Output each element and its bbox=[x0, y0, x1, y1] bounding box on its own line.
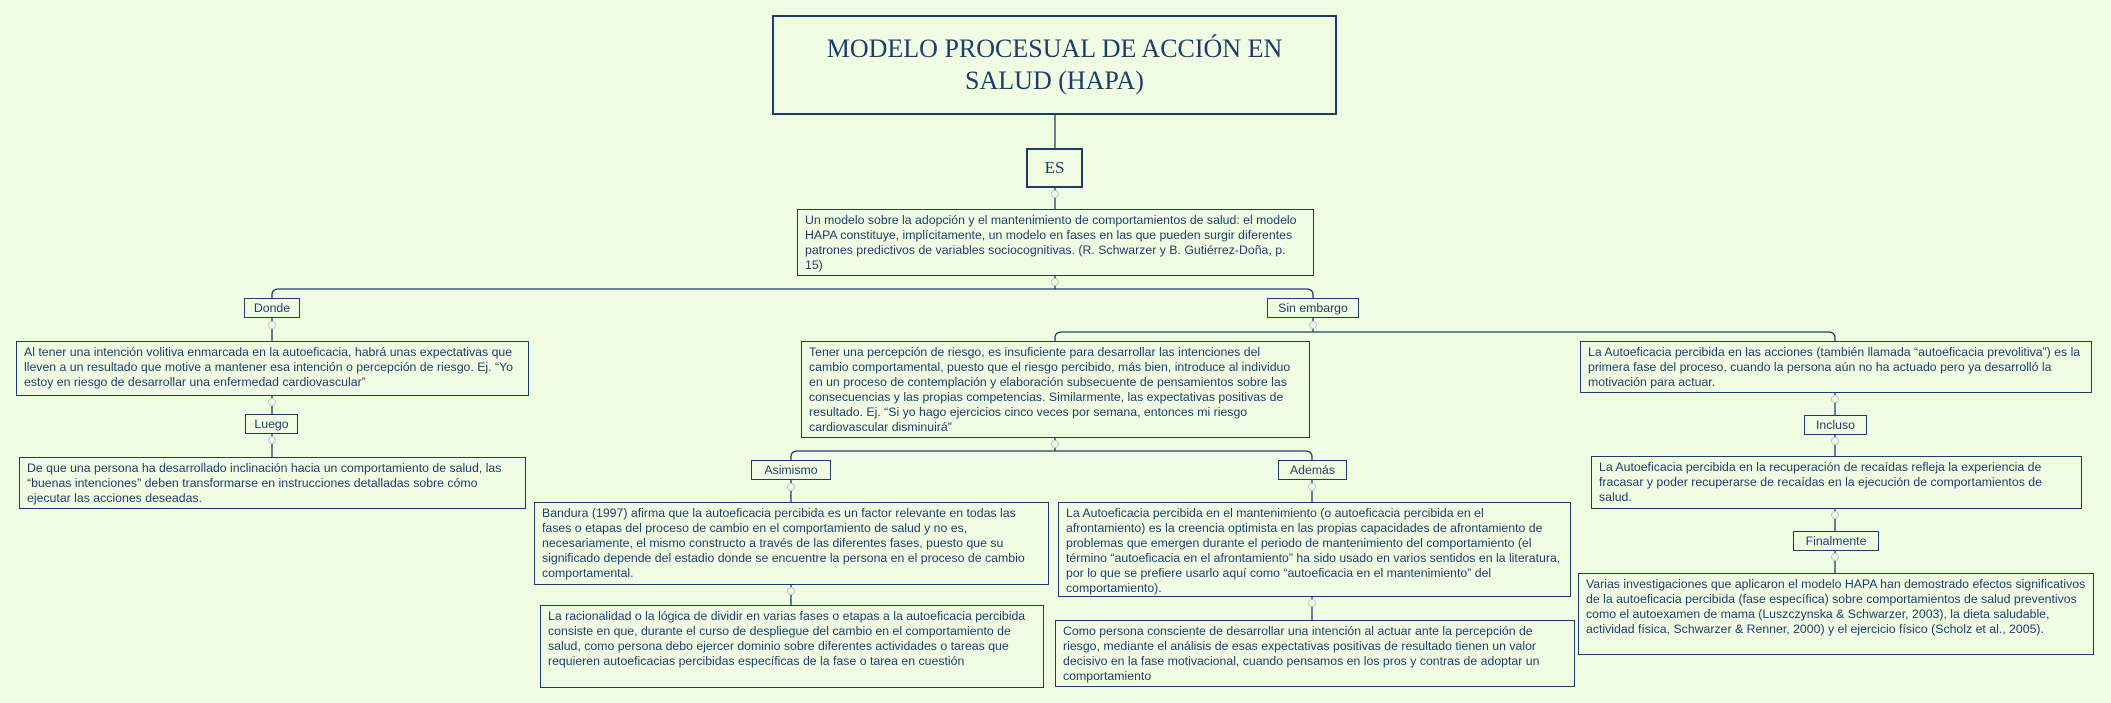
mantenimiento-node[interactable]: La Autoeficacia percibida en el mantenim… bbox=[1058, 502, 1571, 597]
expand-knob[interactable] bbox=[1831, 395, 1839, 403]
definition-node[interactable]: Un modelo sobre la adopción y el manteni… bbox=[797, 209, 1314, 276]
recaidas-node[interactable]: La Autoeficacia percibida en la recupera… bbox=[1591, 456, 2082, 509]
expand-knob[interactable] bbox=[1308, 483, 1316, 491]
expand-knob[interactable] bbox=[1309, 321, 1317, 329]
donde-connector[interactable]: Donde bbox=[244, 298, 300, 318]
riesgo-text: Tener una percepción de riesgo, es insuf… bbox=[809, 345, 1291, 434]
riesgo-node[interactable]: Tener una percepción de riesgo, es insuf… bbox=[801, 341, 1310, 438]
expand-knob[interactable] bbox=[268, 321, 276, 329]
incluso-connector[interactable]: Incluso bbox=[1804, 415, 1867, 435]
expand-knob[interactable] bbox=[1308, 599, 1316, 607]
donde-text: Al tener una intención volitiva enmarcad… bbox=[24, 345, 513, 389]
definition-text: Un modelo sobre la adopción y el manteni… bbox=[805, 213, 1297, 272]
diagram-title: MODELO PROCESUAL DE ACCIÓN EN SALUD (HAP… bbox=[826, 34, 1283, 95]
investigaciones-text: Varias investigaciones que aplicaron el … bbox=[1586, 577, 2086, 636]
expand-knob[interactable] bbox=[1051, 440, 1059, 448]
bandura-text: Bandura (1997) afirma que la autoeficaci… bbox=[542, 506, 1025, 580]
sin-embargo-label: Sin embargo bbox=[1278, 301, 1348, 315]
finalmente-connector[interactable]: Finalmente bbox=[1793, 531, 1879, 551]
persona-node[interactable]: Como persona consciente de desarrollar u… bbox=[1055, 620, 1575, 687]
sin-embargo-connector[interactable]: Sin embargo bbox=[1267, 298, 1359, 318]
luego-text: De que una persona ha desarrollado incli… bbox=[27, 461, 502, 505]
expand-knob[interactable] bbox=[787, 483, 795, 491]
asimismo-connector[interactable]: Asimismo bbox=[751, 460, 831, 480]
expand-knob[interactable] bbox=[268, 436, 276, 444]
expand-knob[interactable] bbox=[1051, 190, 1059, 198]
luego-connector[interactable]: Luego bbox=[245, 414, 298, 434]
ademas-connector[interactable]: Además bbox=[1278, 460, 1347, 480]
es-label: ES bbox=[1044, 158, 1065, 177]
luego-node[interactable]: De que una persona ha desarrollado incli… bbox=[19, 457, 526, 509]
expand-knob[interactable] bbox=[268, 398, 276, 406]
expand-knob[interactable] bbox=[1831, 511, 1839, 519]
diagram-title-node[interactable]: MODELO PROCESUAL DE ACCIÓN EN SALUD (HAP… bbox=[772, 15, 1337, 115]
asimismo-label: Asimismo bbox=[764, 463, 818, 477]
incluso-label: Incluso bbox=[1816, 418, 1855, 432]
expand-knob[interactable] bbox=[787, 587, 795, 595]
expand-knob[interactable] bbox=[1051, 278, 1059, 286]
donde-label: Donde bbox=[253, 301, 291, 315]
luego-label: Luego bbox=[254, 417, 289, 431]
bandura-node[interactable]: Bandura (1997) afirma que la autoeficaci… bbox=[534, 502, 1049, 585]
finalmente-label: Finalmente bbox=[1805, 534, 1867, 548]
es-node[interactable]: ES bbox=[1026, 148, 1083, 188]
prevolitiva-node[interactable]: La Autoeficacia percibida en las accione… bbox=[1580, 341, 2092, 393]
racionalidad-node[interactable]: La racionalidad o la lógica de dividir e… bbox=[540, 605, 1044, 688]
investigaciones-node[interactable]: Varias investigaciones que aplicaron el … bbox=[1578, 573, 2094, 655]
racionalidad-text: La racionalidad o la lógica de dividir e… bbox=[548, 609, 1026, 668]
prevolitiva-text: La Autoeficacia percibida en las accione… bbox=[1588, 345, 2081, 389]
recaidas-text: La Autoeficacia percibida en la recupera… bbox=[1599, 460, 2042, 504]
donde-node[interactable]: Al tener una intención volitiva enmarcad… bbox=[16, 341, 529, 396]
expand-knob[interactable] bbox=[1831, 553, 1839, 561]
ademas-label: Además bbox=[1289, 463, 1336, 477]
expand-knob[interactable] bbox=[1831, 437, 1839, 445]
persona-text: Como persona consciente de desarrollar u… bbox=[1063, 624, 1540, 683]
mantenimiento-text: La Autoeficacia percibida en el mantenim… bbox=[1066, 506, 1561, 595]
